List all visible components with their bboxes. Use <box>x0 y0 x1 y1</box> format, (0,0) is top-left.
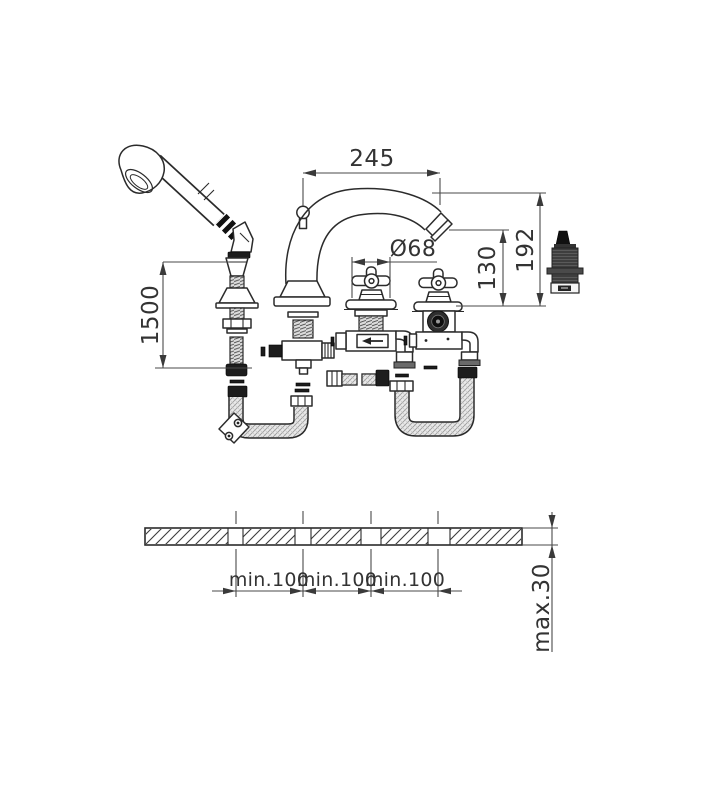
dim-min100: min.100 min.100 min.100 <box>212 569 462 595</box>
valve-escutcheon-right <box>413 301 463 312</box>
deck-cross-section <box>144 511 558 597</box>
dim-label-1500: 1500 <box>138 285 164 346</box>
valve-right <box>403 268 481 370</box>
dim-label-68: Ø68 <box>390 237 437 262</box>
spout-inner-curve <box>316 212 426 285</box>
cartridge <box>546 230 584 294</box>
flow-arrow <box>362 337 371 345</box>
spout-assembly <box>273 187 453 307</box>
dim-label-192: 192 <box>513 227 539 272</box>
valve-escutcheon-left <box>345 299 397 310</box>
dim-max30: max.30 <box>529 512 556 653</box>
dim-1500: 1500 <box>138 261 252 369</box>
hole-centerlines <box>235 511 439 597</box>
spout-outer-curve <box>284 187 442 285</box>
spout-aerator <box>430 219 453 242</box>
flex-hose-left <box>218 388 313 444</box>
mixer-body-column <box>260 311 335 387</box>
shower-mount-column <box>215 221 259 398</box>
dim-192: 192 <box>432 192 546 307</box>
dim-label-max30: max.30 <box>529 563 555 653</box>
flex-hose-right <box>389 366 478 437</box>
dim-130: 130 <box>449 229 509 306</box>
mixer-body <box>281 340 323 361</box>
hose-connectors <box>326 369 390 387</box>
shower-face-rim <box>124 168 154 194</box>
valve-body-right <box>415 331 463 350</box>
dim-label-min100-2: min.100 <box>297 569 377 591</box>
hose-elbow <box>218 412 250 444</box>
dim-label-min100-3: min.100 <box>365 569 445 591</box>
valve-left <box>330 266 416 369</box>
dim-label-min100-1: min.100 <box>229 569 309 591</box>
shower-escutcheon <box>218 287 256 304</box>
hand-shower <box>118 144 243 241</box>
dim-245: 245 <box>302 146 441 206</box>
spout-base <box>279 280 326 298</box>
threaded-hose-section <box>229 336 244 365</box>
dim-label-130: 130 <box>475 245 501 290</box>
dim-label-245: 245 <box>349 146 394 172</box>
dim-68: Ø68 <box>351 237 437 298</box>
